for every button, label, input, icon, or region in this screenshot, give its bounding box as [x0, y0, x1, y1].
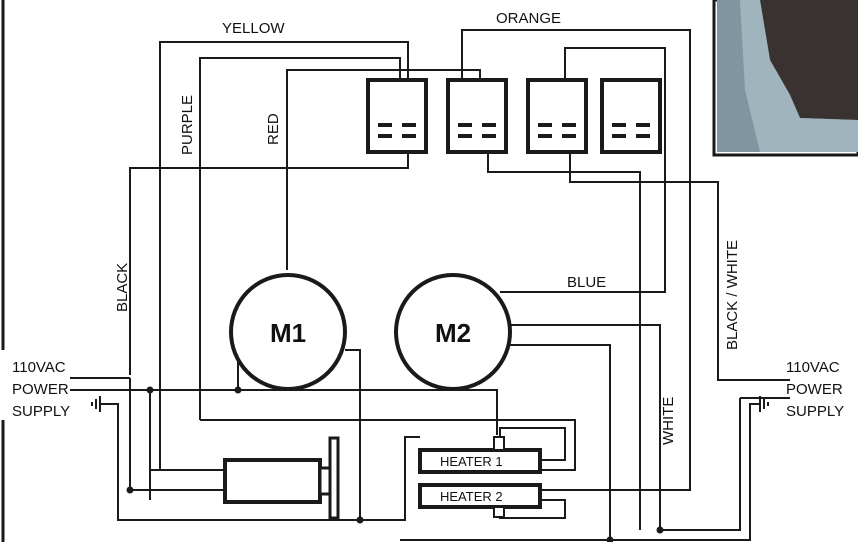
wires — [70, 29, 790, 541]
heater-2-label: HEATER 2 — [440, 489, 503, 504]
wire-m2-right — [510, 324, 661, 530]
wire-left-neutral — [70, 389, 151, 500]
wire-m2-lower — [500, 344, 611, 540]
heater-1-label: HEATER 1 — [440, 454, 503, 469]
power-right-line3: SUPPLY — [786, 403, 844, 420]
heater-2: HEATER 2 — [418, 483, 542, 518]
label-orange: ORANGE — [496, 10, 561, 27]
wire-right-ground — [400, 403, 760, 541]
motor-m2: M2 — [394, 273, 512, 391]
photo-inset — [712, 0, 858, 157]
wire-black — [129, 152, 409, 375]
wire-heater1-loop — [499, 427, 566, 461]
power-left-line2: POWER — [12, 381, 69, 398]
wire-right-return — [660, 398, 741, 531]
motor-m1: M1 — [229, 273, 347, 391]
wire-m1-heater — [150, 389, 498, 435]
motor-m1-label: M1 — [270, 318, 306, 348]
label-black: BLACK — [114, 263, 131, 312]
ground-symbol-left — [91, 396, 101, 412]
switch-bank — [366, 78, 662, 154]
label-red: RED — [265, 113, 282, 145]
heater-1: HEATER 1 — [418, 436, 542, 474]
wire-heater-feed — [360, 436, 420, 521]
switch-3 — [526, 78, 588, 154]
wire-red — [286, 69, 481, 270]
transformer — [223, 436, 340, 520]
power-right-line2: POWER — [786, 381, 843, 398]
power-left-line1: 110VAC — [12, 359, 66, 376]
wire-trans-1 — [129, 378, 225, 491]
power-right-line1: 110VAC — [786, 359, 840, 376]
switch-2 — [446, 78, 508, 154]
power-left-line3: SUPPLY — [12, 403, 70, 420]
wire-blue — [500, 47, 666, 293]
junctions — [126, 386, 664, 544]
wire-m1-right — [345, 349, 361, 520]
label-purple: PURPLE — [179, 95, 196, 155]
wire-white — [487, 152, 641, 530]
label-blue: BLUE — [567, 274, 606, 291]
label-white: WHITE — [660, 397, 677, 445]
wire-left-ground — [100, 403, 135, 521]
label-black-white: BLACK / WHITE — [724, 240, 741, 350]
label-yellow: YELLOW — [222, 20, 285, 37]
motor-m2-label: M2 — [435, 318, 471, 348]
ground-symbol-right — [759, 396, 769, 412]
switch-4 — [600, 78, 662, 154]
switch-1 — [366, 78, 428, 154]
wire-purple-heater — [200, 419, 576, 471]
